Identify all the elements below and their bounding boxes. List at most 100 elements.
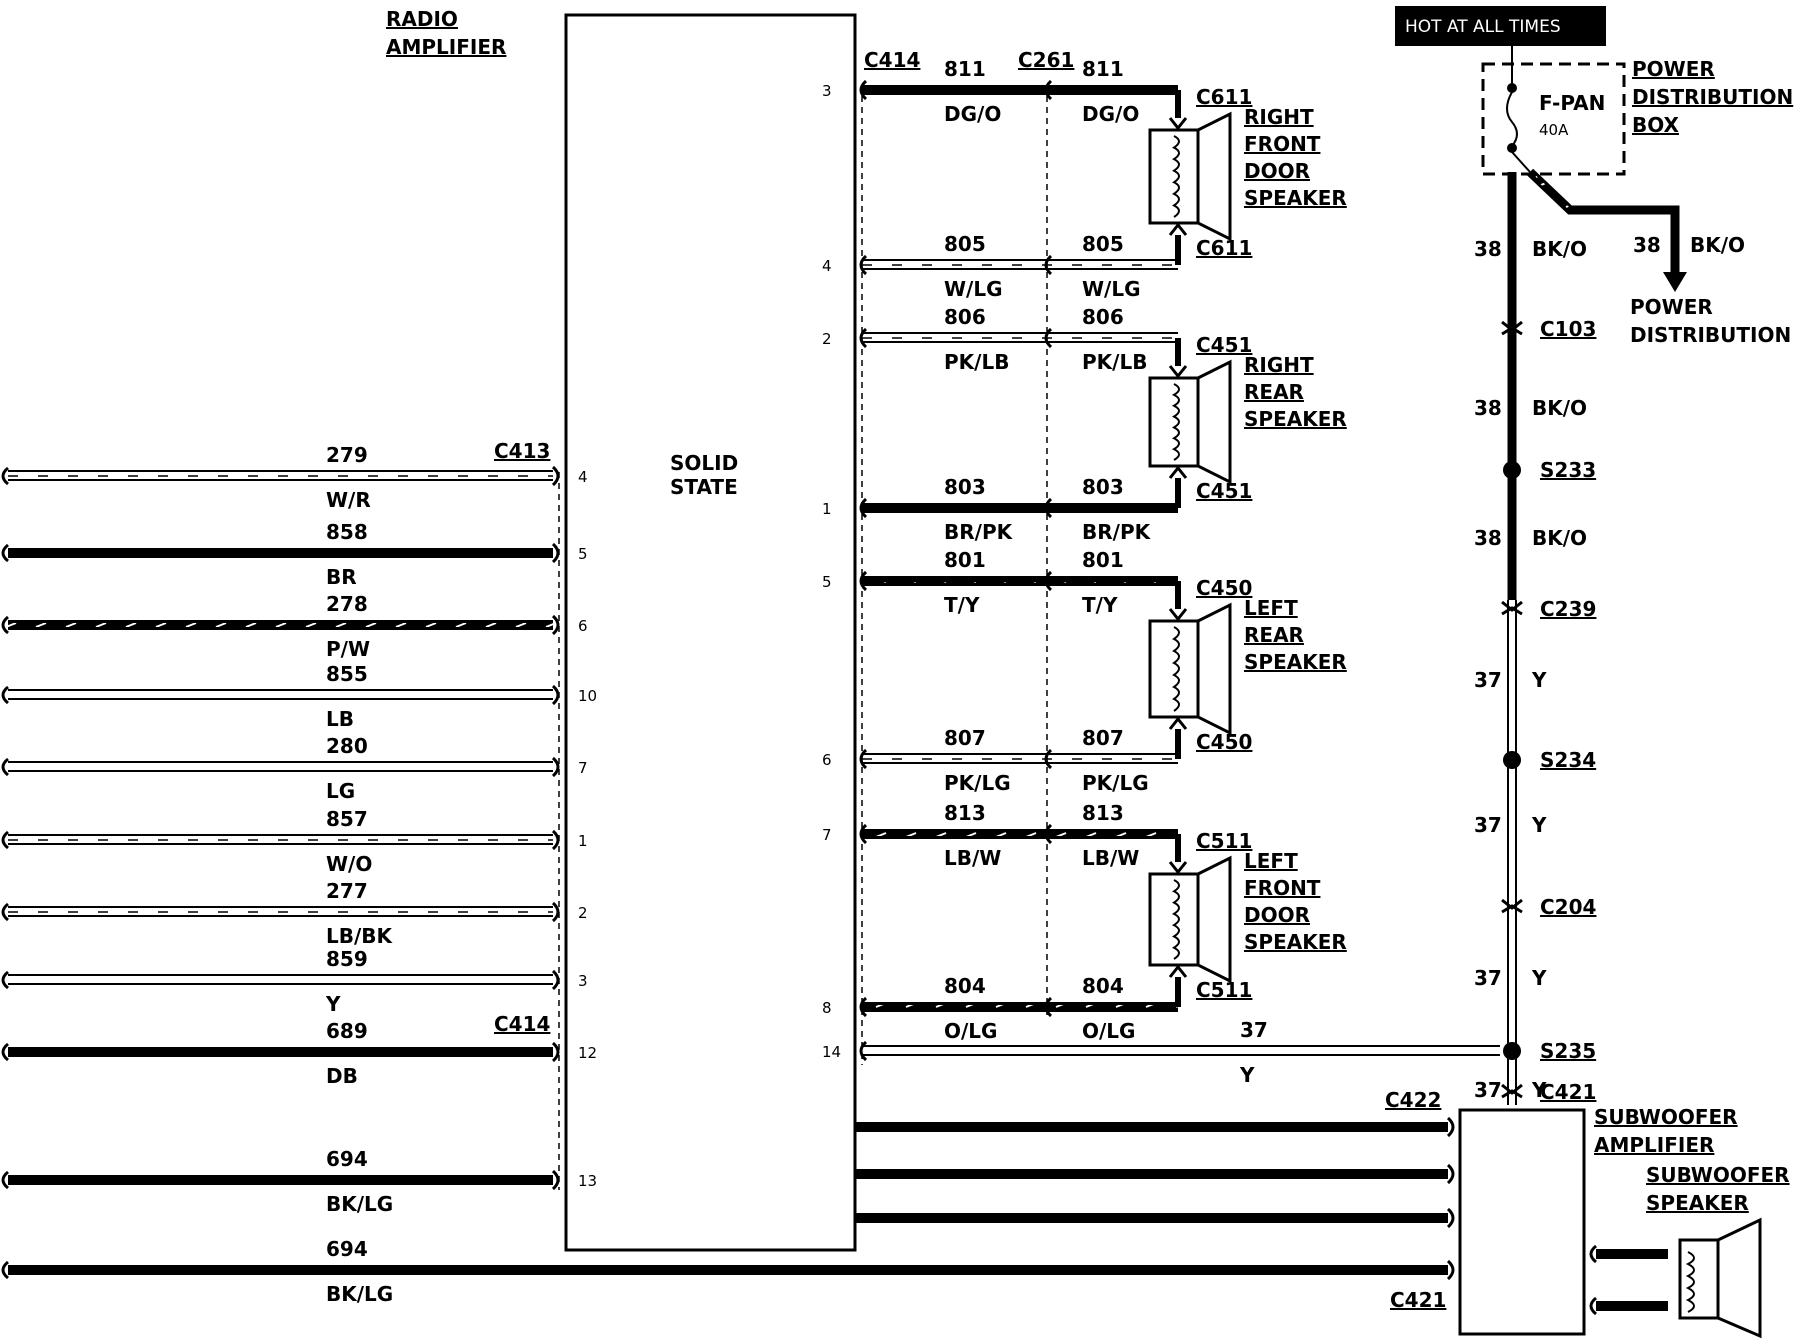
left-wire-connector-2 xyxy=(551,614,560,636)
chain-circuit-2: 38 xyxy=(1474,396,1502,420)
sub-connector-bottom: C421 xyxy=(1390,1288,1446,1312)
left-wire-connector-7 xyxy=(551,969,560,991)
left-connector-top: C413 xyxy=(494,439,550,463)
speaker-connector-bottom-3: C511 xyxy=(1196,978,1252,1002)
sub-spk-name-2: SPEAKER xyxy=(1646,1191,1749,1215)
left-connector-bottom: C414 xyxy=(494,1012,550,1036)
right-wire-pin-2: 2 xyxy=(822,330,832,348)
right-wire-circuit-b-3: 803 xyxy=(1082,475,1124,499)
speaker-connector-top-3: C511 xyxy=(1196,829,1252,853)
chain-color-4: BK/O xyxy=(1532,526,1587,550)
right-wire-color-a-7: O/LG xyxy=(944,1019,997,1043)
left-wire-color-3: LB xyxy=(326,707,354,731)
sub-spk-name-1: SUBWOOFER xyxy=(1646,1163,1790,1187)
subwoofer-amplifier-box xyxy=(1458,1108,1586,1336)
left-wire-connector-9 xyxy=(551,1169,560,1191)
left-wire-connector-1 xyxy=(551,542,560,564)
solid-state-line2: STATE xyxy=(670,475,738,499)
chain-connector-mark-1 xyxy=(1501,320,1523,336)
left-wire-end-4 xyxy=(1,757,9,777)
left-wire-0 xyxy=(8,470,553,481)
right-wire-1 xyxy=(862,259,1178,270)
chain-circuit-0: 38 xyxy=(1474,237,1502,261)
right-wire-conn-b-6 xyxy=(1044,823,1053,845)
chain-connector-5: C239 xyxy=(1540,597,1596,621)
left-wire-color-10: BK/LG xyxy=(326,1282,393,1306)
sub-feed-wires xyxy=(856,1116,1455,1281)
chain-circuit-8: 37 xyxy=(1474,813,1502,837)
right-wire-color-b-5: PK/LG xyxy=(1082,771,1149,795)
left-wire-color-8: DB xyxy=(326,1064,358,1088)
left-wire-5 xyxy=(8,834,553,845)
chain-splice-dot-11 xyxy=(1503,1042,1521,1060)
left-wire-circuit-5: 857 xyxy=(326,807,368,831)
left-wire-end-3 xyxy=(1,685,9,705)
chain-circuit-6: 37 xyxy=(1474,668,1502,692)
chain-circuit-4: 38 xyxy=(1474,526,1502,550)
left-wire-circuit-2: 278 xyxy=(326,592,368,616)
right-wire-circuit-b-0: 811 xyxy=(1082,57,1124,81)
right-wire-conn-b-3 xyxy=(1044,497,1053,519)
power-dist-line2: DISTRIBUTION xyxy=(1630,323,1791,347)
right-wire-circuit-a-1: 805 xyxy=(944,232,986,256)
chain-connector-9: C204 xyxy=(1540,895,1596,919)
right-wire-circuit-b-7: 804 xyxy=(1082,974,1124,998)
chain-connector-mark-5 xyxy=(1501,600,1523,616)
left-wire-connector-4 xyxy=(551,756,560,778)
left-wire-6 xyxy=(8,906,553,917)
fuse-symbol xyxy=(1506,46,1531,173)
left-wire-connector-0 xyxy=(551,465,560,487)
right-wire-color-b-4: T/Y xyxy=(1082,593,1118,617)
right-wire-conn-a-4 xyxy=(859,570,868,592)
right-wire-circuit-8: 37 xyxy=(1240,1018,1268,1042)
chain-splice-7: S234 xyxy=(1540,748,1596,772)
right-wire-conn-a-2 xyxy=(859,327,868,349)
left-wire-color-4: LG xyxy=(326,779,355,803)
right-wire-conn-b-7 xyxy=(1044,996,1053,1018)
left-wire-connector-3 xyxy=(551,684,560,706)
sub-amp-name-2: AMPLIFIER xyxy=(1594,1133,1714,1157)
left-wire-circuit-7: 859 xyxy=(326,947,368,971)
left-wire-end-6 xyxy=(1,902,9,922)
left-wire-pin-5: 1 xyxy=(578,832,588,850)
speaker-name-0-1: FRONT xyxy=(1244,132,1321,156)
left-wire-color-9: BK/LG xyxy=(326,1192,393,1216)
subwoofer-speaker xyxy=(1589,1217,1762,1339)
right-wire-circuit-a-4: 801 xyxy=(944,548,986,572)
right-wire-conn-b-1 xyxy=(1044,254,1053,276)
right-wire-circuit-b-2: 806 xyxy=(1082,305,1124,329)
pdb-title-2: DISTRIBUTION xyxy=(1632,85,1793,109)
right-wire-conn-b-0 xyxy=(1044,79,1053,101)
right-wire-pin-1: 4 xyxy=(822,257,832,275)
fuse-rating: 40A xyxy=(1539,121,1569,139)
chain-color-0: BK/O xyxy=(1532,237,1587,261)
amplifier-title-line2: AMPLIFIER xyxy=(386,35,506,59)
left-wire-pin-2: 6 xyxy=(578,617,588,635)
left-wires: 279W/R4858BR5278P/W6855LB10280LG7857W/O1… xyxy=(1,443,1448,1306)
chain-splice-3: S233 xyxy=(1540,458,1596,482)
chain-splice-dot-7 xyxy=(1503,751,1521,769)
speaker-connector-top-0: C611 xyxy=(1196,85,1252,109)
chain-circuit-10: 37 xyxy=(1474,966,1502,990)
right-wire-conn-b-2 xyxy=(1044,327,1053,349)
right-wire-color-b-3: BR/PK xyxy=(1082,520,1152,544)
solid-state-line1: SOLID xyxy=(670,451,738,475)
right-wire-pin-0: 3 xyxy=(822,82,832,100)
branch-wire-stripe xyxy=(1528,170,1677,275)
branch-color: BK/O xyxy=(1690,233,1745,257)
right-wire-2 xyxy=(862,332,1178,343)
pdb-title-3: BOX xyxy=(1632,113,1680,137)
right-wire-conn-b-4 xyxy=(1044,570,1053,592)
right-wire-color-b-2: PK/LB xyxy=(1082,350,1147,374)
left-wire-color-0: W/R xyxy=(326,488,371,512)
speaker-connector-top-2: C450 xyxy=(1196,576,1252,600)
left-wire-circuit-3: 855 xyxy=(326,662,368,686)
left-wire-end-0 xyxy=(1,466,9,486)
speaker-connector-bottom-0: C611 xyxy=(1196,236,1252,260)
chain-circuit-12: 37 xyxy=(1474,1078,1502,1102)
left-wire-pin-4: 7 xyxy=(578,759,588,777)
right-wire-conn-a-8 xyxy=(859,1040,868,1062)
